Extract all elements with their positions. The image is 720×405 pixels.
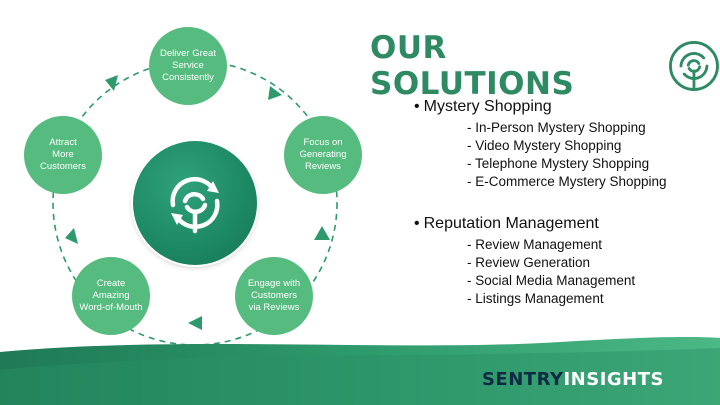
section-title-text: Reputation Management: [423, 215, 599, 232]
node-text-line: Attract: [49, 137, 77, 148]
node-text-line: Create: [96, 278, 126, 289]
cycle-arrow: [65, 228, 78, 244]
section-title: •Reputation Management: [414, 214, 635, 234]
node-text-line: Engage with: [247, 278, 301, 289]
node-text-line: Consistently: [162, 72, 214, 83]
list-item: Review Generation: [414, 254, 635, 272]
bullet: •: [414, 215, 420, 232]
list-item: Review Management: [414, 236, 635, 254]
brand-part-insights: INSIGHTS: [563, 369, 664, 390]
page-title: OUR SOLUTIONS: [370, 30, 575, 102]
solution-sub-list: In-Person Mystery Shopping Video Mystery…: [414, 119, 667, 191]
node-text-line: Word-of-Mouth: [79, 302, 143, 313]
node-text-line: via Reviews: [248, 302, 300, 313]
section-title-text: Mystery Shopping: [423, 98, 552, 115]
section-title: •Mystery Shopping: [414, 97, 667, 117]
sentry-logo-icon: [669, 41, 719, 91]
node-text-line: More: [52, 149, 74, 160]
cycle-center: [133, 141, 257, 265]
solution-sub-list: Review Management Review Generation Soci…: [414, 236, 635, 308]
bullet: •: [414, 98, 420, 115]
solution-section-reputation-management: •Reputation Management Review Management…: [414, 214, 635, 308]
list-item: Social Media Management: [414, 272, 635, 290]
brand-wordmark: SENTRYINSIGHTS: [482, 369, 664, 390]
list-item: Listings Management: [414, 290, 635, 308]
list-item: Telephone Mystery Shopping: [414, 155, 667, 173]
list-item: Video Mystery Shopping: [414, 137, 667, 155]
node-text-line: Generating: [299, 149, 347, 160]
list-item: In-Person Mystery Shopping: [414, 119, 667, 137]
cycle-arrow: [268, 86, 282, 100]
brand-part-sentry: SENTRY: [481, 369, 564, 390]
node-text-line: Deliver Great: [160, 48, 216, 59]
node-text-line: Customers: [251, 290, 297, 301]
node-text-line: Reviews: [305, 161, 341, 172]
node-text-line: Customers: [40, 161, 86, 172]
list-item: E-Commerce Mystery Shopping: [414, 173, 666, 191]
title-group: OUR SOLUTIONS: [370, 30, 720, 102]
cycle-arrow: [105, 75, 118, 91]
node-text-line: Service: [172, 60, 204, 71]
node-text-line: Focus on: [303, 137, 343, 148]
solution-section-mystery-shopping: •Mystery Shopping In-Person Mystery Shop…: [414, 97, 667, 191]
node-text-line: Amazing: [92, 290, 130, 301]
cycle-arrow: [188, 316, 202, 330]
sentry-logo-icon: [170, 176, 220, 234]
footer-wave: [0, 337, 720, 405]
cycle-arrow: [314, 226, 330, 240]
